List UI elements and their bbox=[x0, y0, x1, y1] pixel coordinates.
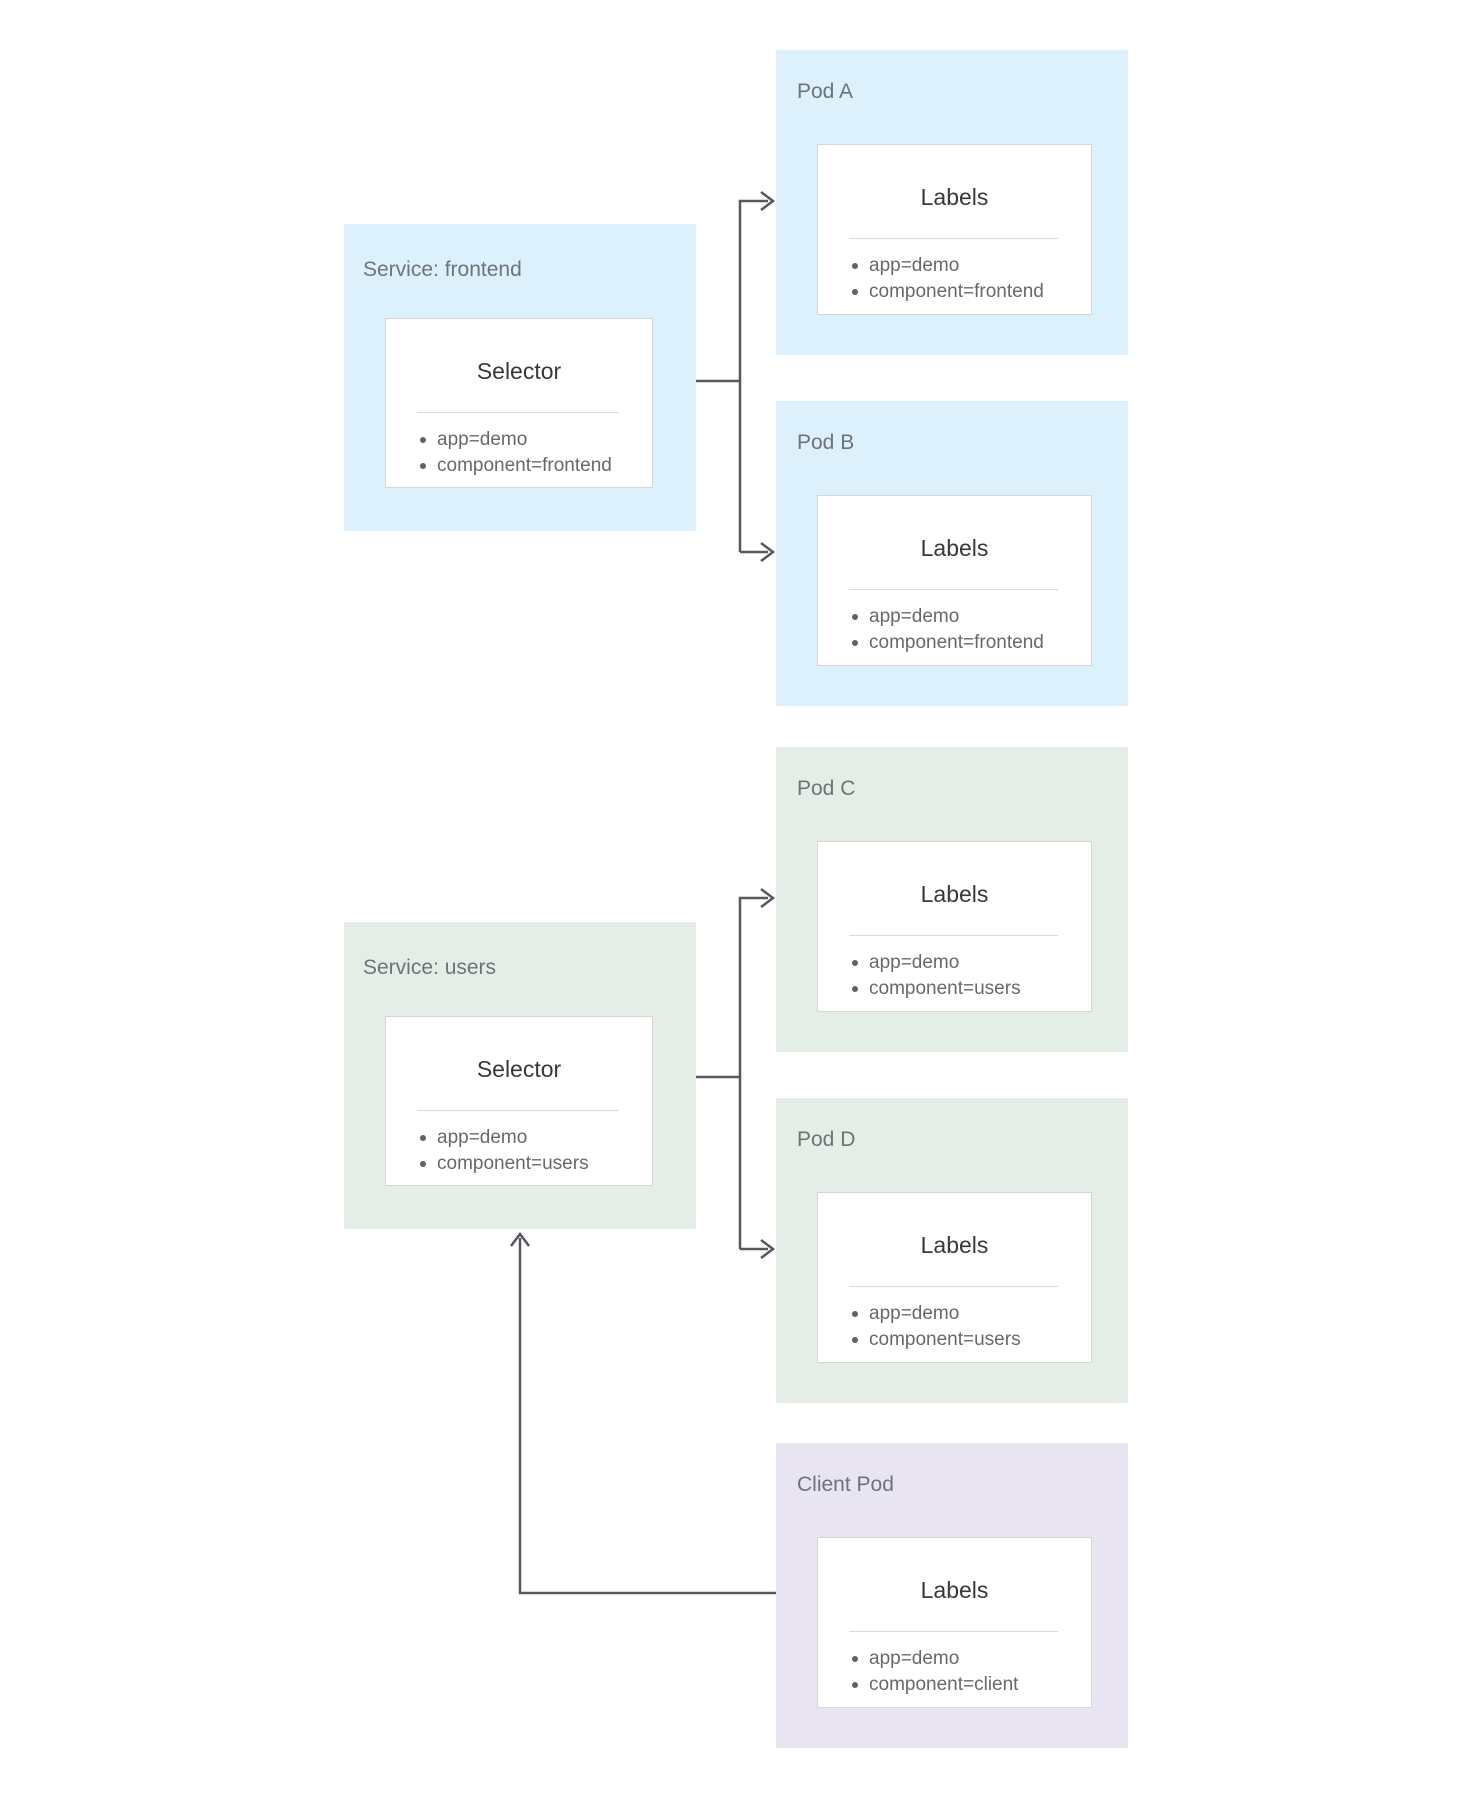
group-label: Service: frontend bbox=[363, 258, 522, 281]
pod-d-group: Pod D Labels app=demo component=users bbox=[776, 1098, 1128, 1403]
card-divider bbox=[849, 589, 1058, 590]
bullet-dot bbox=[852, 1311, 858, 1317]
label-item: component=frontend bbox=[420, 453, 642, 479]
group-label: Client Pod bbox=[797, 1473, 894, 1496]
frontend-branch-line bbox=[738, 199, 768, 552]
group-label: Pod C bbox=[797, 777, 856, 800]
labels-card: Labels app=demo component=frontend bbox=[817, 144, 1092, 315]
labels-items: app=demo component=users bbox=[852, 1301, 1081, 1353]
selector-card: Selector app=demo component=users bbox=[385, 1016, 653, 1186]
client-pod-group: Client Pod Labels app=demo component=cli… bbox=[776, 1443, 1128, 1748]
users-branch-line bbox=[738, 896, 768, 1249]
label-item: component=frontend bbox=[852, 630, 1081, 656]
labels-items: app=demo component=frontend bbox=[852, 253, 1081, 305]
labels-items: app=demo component=client bbox=[852, 1646, 1081, 1698]
label-item: component=client bbox=[852, 1672, 1081, 1698]
card-divider bbox=[849, 1631, 1058, 1632]
arrow-to-pod-b-icon bbox=[760, 542, 776, 562]
bullet-dot bbox=[420, 1135, 426, 1141]
labels-card: Labels app=demo component=users bbox=[817, 1192, 1092, 1363]
labels-card: Labels app=demo component=users bbox=[817, 841, 1092, 1012]
selector-items: app=demo component=frontend bbox=[420, 427, 642, 479]
arrow-to-pod-c-icon bbox=[760, 888, 776, 908]
bullet-dot bbox=[852, 263, 858, 269]
group-label: Service: users bbox=[363, 956, 497, 979]
bullet-dot bbox=[852, 1656, 858, 1662]
bullet-dot bbox=[852, 640, 858, 646]
label-item: app=demo bbox=[852, 604, 1081, 630]
label-item: app=demo bbox=[420, 427, 642, 453]
pod-c-group: Pod C Labels app=demo component=users bbox=[776, 747, 1128, 1052]
card-title: Labels bbox=[920, 881, 989, 907]
card-title: Selector bbox=[476, 1056, 562, 1082]
label-item: component=users bbox=[420, 1151, 642, 1177]
arrow-to-service-users-icon bbox=[510, 1231, 530, 1247]
bullet-dot bbox=[852, 986, 858, 992]
card-divider bbox=[849, 238, 1058, 239]
labels-card: Labels app=demo component=client bbox=[817, 1537, 1092, 1708]
label-item: app=demo bbox=[852, 253, 1081, 279]
pod-a-group: Pod A Labels app=demo component=frontend bbox=[776, 50, 1128, 355]
arrow-to-pod-d-icon bbox=[760, 1239, 776, 1259]
card-title: Labels bbox=[920, 1232, 989, 1258]
card-title: Labels bbox=[920, 535, 989, 561]
pod-b-group: Pod B Labels app=demo component=frontend bbox=[776, 401, 1128, 706]
label-item: app=demo bbox=[852, 1301, 1081, 1327]
label-item: app=demo bbox=[852, 1646, 1081, 1672]
arrow-to-pod-a-icon bbox=[760, 191, 776, 211]
bullet-dot bbox=[852, 289, 858, 295]
card-title: Selector bbox=[476, 358, 562, 384]
labels-items: app=demo component=frontend bbox=[852, 604, 1081, 656]
labels-items: app=demo component=users bbox=[852, 950, 1081, 1002]
card-title: Labels bbox=[920, 184, 989, 210]
label-item: component=users bbox=[852, 976, 1081, 1002]
service-users-group: Service: users Selector app=demo compone… bbox=[344, 922, 696, 1229]
label-item: component=frontend bbox=[852, 279, 1081, 305]
label-item: app=demo bbox=[420, 1125, 642, 1151]
card-divider bbox=[417, 1110, 619, 1111]
labels-card: Labels app=demo component=frontend bbox=[817, 495, 1092, 666]
bullet-dot bbox=[852, 1682, 858, 1688]
card-divider bbox=[849, 935, 1058, 936]
bullet-dot bbox=[420, 463, 426, 469]
selector-items: app=demo component=users bbox=[420, 1125, 642, 1177]
selector-card: Selector app=demo component=frontend bbox=[385, 318, 653, 488]
service-frontend-group: Service: frontend Selector app=demo comp… bbox=[344, 224, 696, 531]
card-divider bbox=[417, 412, 619, 413]
label-item: component=users bbox=[852, 1327, 1081, 1353]
client-to-service-line bbox=[518, 1238, 776, 1595]
bullet-dot bbox=[852, 960, 858, 966]
bullet-dot bbox=[420, 1161, 426, 1167]
card-title: Labels bbox=[920, 1577, 989, 1603]
label-item: app=demo bbox=[852, 950, 1081, 976]
group-label: Pod A bbox=[797, 80, 854, 103]
bullet-dot bbox=[852, 1337, 858, 1343]
group-label: Pod D bbox=[797, 1128, 856, 1151]
bullet-dot bbox=[420, 437, 426, 443]
card-divider bbox=[849, 1286, 1058, 1287]
group-label: Pod B bbox=[797, 431, 855, 454]
bullet-dot bbox=[852, 614, 858, 620]
